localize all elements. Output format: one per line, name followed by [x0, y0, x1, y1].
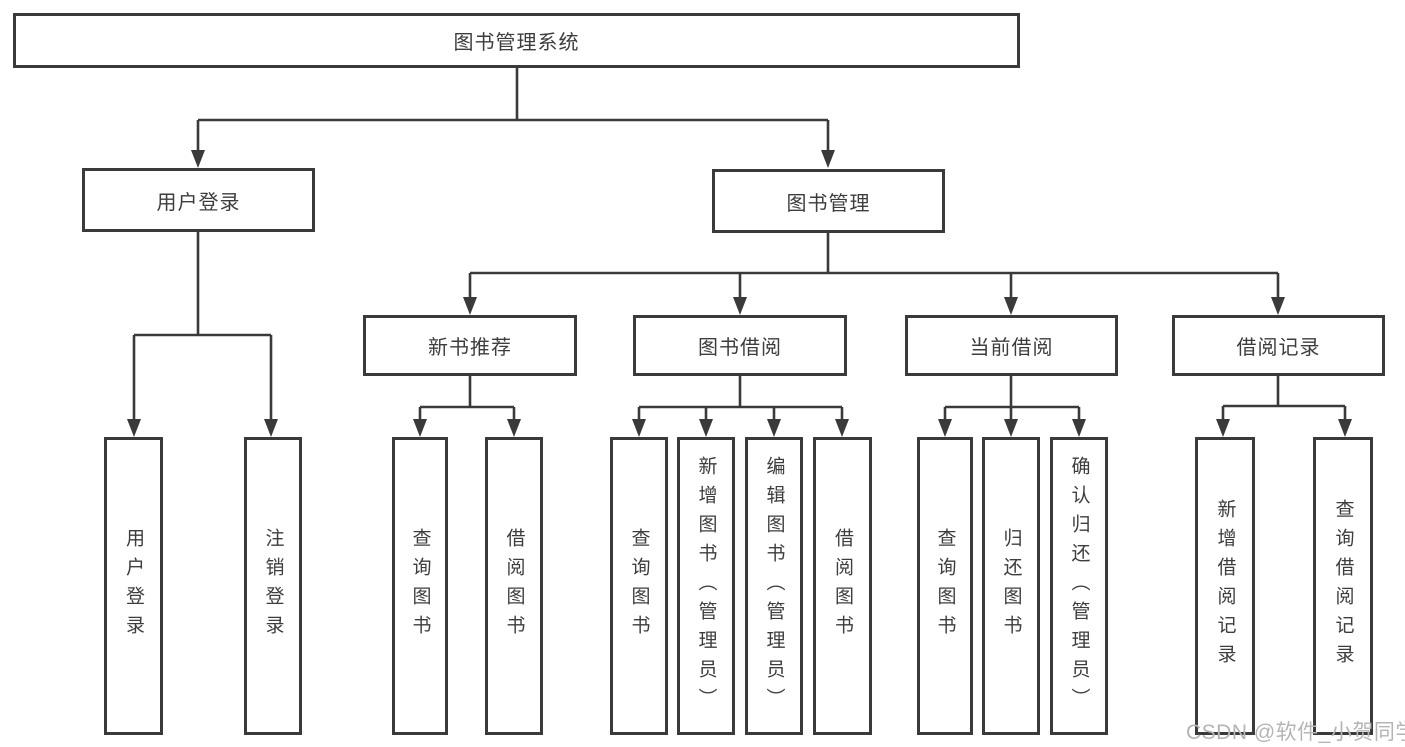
- node-book-borrow: 图书借阅: [633, 315, 847, 376]
- node-borrow-records: 借阅记录: [1172, 315, 1385, 376]
- leaf-query-borrow-record: 查询借阅记录: [1313, 437, 1373, 735]
- node-new-book-recommend: 新书推荐: [363, 315, 577, 376]
- node-user-login: 用户登录: [82, 168, 315, 232]
- leaf-confirm-return-admin: 确认归还（管理员）: [1050, 437, 1108, 735]
- arrow-stubs: [132, 120, 1347, 425]
- node-book-management: 图书管理: [712, 169, 945, 233]
- leaf-borrow-books: 借阅图书: [813, 437, 872, 735]
- watermark: CSDN @软件_小贺同学: [1186, 721, 1405, 744]
- leaf-return-books: 归还图书: [982, 437, 1040, 735]
- node-system-root: 图书管理系统: [13, 13, 1020, 68]
- leaf-add-books-admin: 新增图书（管理员）: [677, 437, 735, 735]
- leaf-query-books-borrow: 查询图书: [610, 437, 668, 735]
- leaf-add-borrow-record: 新增借阅记录: [1195, 437, 1255, 735]
- leaf-edit-books-admin: 编辑图书（管理员）: [745, 437, 803, 735]
- leaf-borrow-books-recommend: 借阅图书: [485, 437, 543, 735]
- leaf-user-login: 用户登录: [104, 437, 163, 735]
- leaf-logout: 注销登录: [244, 437, 302, 735]
- leaf-query-books-recommend: 查询图书: [392, 437, 448, 735]
- leaf-query-books-current: 查询图书: [917, 437, 973, 735]
- connector-stems: [134, 68, 1345, 409]
- arrowhead-icons: [127, 150, 1352, 437]
- node-current-borrow: 当前借阅: [905, 315, 1118, 376]
